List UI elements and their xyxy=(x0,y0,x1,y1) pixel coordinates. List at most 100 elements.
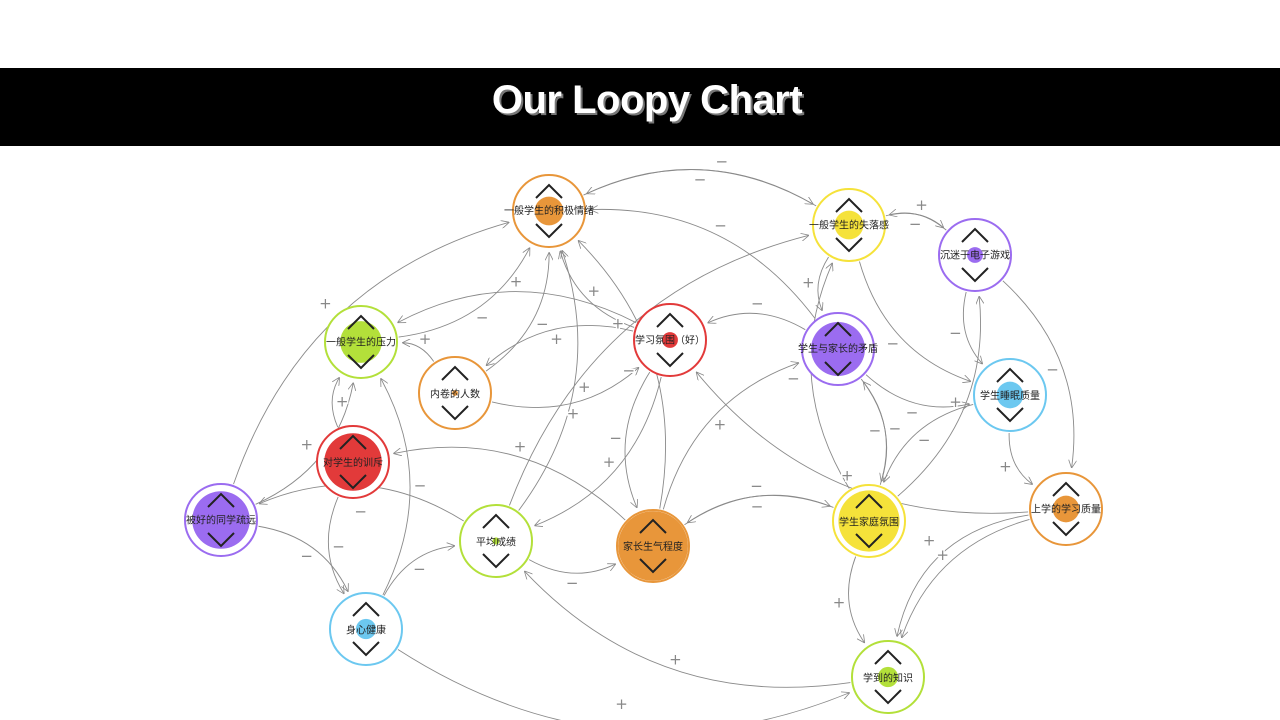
node[interactable]: 一般学生的积极情绪 xyxy=(504,174,594,248)
node[interactable]: 内卷的人数 xyxy=(418,356,492,430)
edge-arrow[interactable] xyxy=(1008,432,1032,484)
edge-arrow[interactable] xyxy=(624,371,651,507)
edge-sign-label[interactable]: + xyxy=(801,272,817,293)
decrease-arrow-icon[interactable] xyxy=(855,533,883,549)
edge-sign-label[interactable]: − xyxy=(749,496,765,517)
increase-arrow-icon[interactable] xyxy=(824,321,852,337)
edge-sign-label[interactable]: + xyxy=(668,649,684,670)
edge-arrow[interactable] xyxy=(591,209,816,319)
edge-arrow[interactable] xyxy=(684,494,829,526)
edge-arrow[interactable] xyxy=(859,261,970,382)
node[interactable]: 一般学生的压力 xyxy=(324,305,398,379)
node[interactable]: 学到的知识 xyxy=(851,640,925,714)
increase-arrow-icon[interactable] xyxy=(996,367,1024,383)
increase-arrow-icon[interactable] xyxy=(347,314,375,330)
increase-arrow-icon[interactable] xyxy=(656,312,684,328)
decrease-arrow-icon[interactable] xyxy=(656,352,684,368)
edge-sign-label[interactable]: − xyxy=(621,360,637,381)
edge-arrow[interactable] xyxy=(528,559,615,574)
edge-arrow[interactable] xyxy=(397,649,849,720)
edge-sign-label[interactable]: − xyxy=(907,214,923,235)
edge-sign-label[interactable]: − xyxy=(916,429,932,450)
edge-sign-label[interactable]: + xyxy=(586,281,602,302)
edge-arrow[interactable] xyxy=(864,382,887,485)
edge-sign-label[interactable]: + xyxy=(549,329,565,350)
edge-arrow[interactable] xyxy=(518,251,579,511)
edge-sign-label[interactable]: − xyxy=(749,293,765,314)
edge-sign-label[interactable]: − xyxy=(887,418,903,439)
edge-sign-label[interactable]: − xyxy=(885,333,901,354)
edge-arrow[interactable] xyxy=(485,253,549,372)
decrease-arrow-icon[interactable] xyxy=(339,474,367,490)
edge-sign-label[interactable]: + xyxy=(831,592,847,613)
edge-arrow[interactable] xyxy=(258,525,347,591)
edge-arrow[interactable] xyxy=(902,518,1030,637)
edge-arrow[interactable] xyxy=(327,496,343,593)
edge-sign-label[interactable]: + xyxy=(334,391,350,412)
decrease-arrow-icon[interactable] xyxy=(835,237,863,253)
edge-arrow[interactable] xyxy=(525,572,851,688)
edge-arrow[interactable] xyxy=(662,363,798,510)
edge-sign-label[interactable]: − xyxy=(353,501,369,522)
edge-arrow[interactable] xyxy=(587,169,817,207)
edge-sign-label[interactable]: + xyxy=(712,414,728,435)
edge-sign-label[interactable]: + xyxy=(508,271,524,292)
edge-sign-label[interactable]: + xyxy=(512,436,528,457)
edge-sign-label[interactable]: + xyxy=(318,293,334,314)
increase-arrow-icon[interactable] xyxy=(855,493,883,509)
edge-arrow[interactable] xyxy=(398,248,530,338)
edge-arrow[interactable] xyxy=(848,556,865,643)
decrease-arrow-icon[interactable] xyxy=(961,267,989,283)
node[interactable]: 上学的学习质量 xyxy=(1029,472,1103,546)
edge-arrow[interactable] xyxy=(491,368,639,408)
node[interactable]: 学生与家长的矛盾 xyxy=(798,312,878,386)
decrease-arrow-icon[interactable] xyxy=(441,405,469,421)
node[interactable]: 一般学生的失落感 xyxy=(809,188,889,262)
node[interactable]: 家长生气程度 xyxy=(616,509,690,583)
edge-arrow[interactable] xyxy=(383,546,454,596)
edge-arrow[interactable] xyxy=(560,251,635,328)
increase-arrow-icon[interactable] xyxy=(482,513,510,529)
decrease-arrow-icon[interactable] xyxy=(824,361,852,377)
decrease-arrow-icon[interactable] xyxy=(347,354,375,370)
edge-arrow[interactable] xyxy=(509,235,808,506)
decrease-arrow-icon[interactable] xyxy=(996,407,1024,423)
edge-sign-label[interactable]: − xyxy=(692,169,708,190)
edge-sign-label[interactable]: + xyxy=(601,452,617,473)
node[interactable]: 被好的同学疏远 xyxy=(184,483,258,557)
edge-sign-label[interactable]: + xyxy=(839,465,855,486)
decrease-arrow-icon[interactable] xyxy=(207,532,235,548)
edge-sign-label[interactable]: + xyxy=(565,403,581,424)
node[interactable]: 沉迷于电子游戏 xyxy=(938,218,1012,292)
edge-sign-label[interactable]: + xyxy=(921,530,937,551)
node[interactable]: 对学生的训斥 xyxy=(316,425,390,499)
edge-sign-label[interactable]: − xyxy=(714,151,730,172)
edge-sign-label[interactable]: − xyxy=(412,475,428,496)
increase-arrow-icon[interactable] xyxy=(874,649,902,665)
increase-arrow-icon[interactable] xyxy=(835,197,863,213)
decrease-arrow-icon[interactable] xyxy=(535,223,563,239)
increase-arrow-icon[interactable] xyxy=(352,601,380,617)
edge-sign-label[interactable]: + xyxy=(417,329,433,350)
edge-sign-label[interactable]: − xyxy=(331,536,347,557)
edge-sign-label[interactable]: − xyxy=(749,476,765,497)
edge-sign-label[interactable]: − xyxy=(299,545,315,566)
edge-sign-label[interactable]: − xyxy=(786,368,802,389)
edge-arrow[interactable] xyxy=(884,403,974,481)
edge-sign-label[interactable]: − xyxy=(867,420,883,441)
edge-arrow[interactable] xyxy=(708,312,806,331)
edge-arrow[interactable] xyxy=(865,374,969,407)
increase-arrow-icon[interactable] xyxy=(441,365,469,381)
edge-sign-label[interactable]: + xyxy=(948,392,964,413)
node[interactable]: 学习氛围（好） xyxy=(633,303,707,377)
edge-arrow[interactable] xyxy=(818,256,829,310)
edge-arrow[interactable] xyxy=(897,297,981,497)
edge-sign-label[interactable]: − xyxy=(412,559,428,580)
edge-arrow[interactable] xyxy=(535,376,662,526)
edge-arrow[interactable] xyxy=(897,514,1029,636)
edge-arrow[interactable] xyxy=(810,263,850,489)
edge-sign-label[interactable]: + xyxy=(914,195,930,216)
increase-arrow-icon[interactable] xyxy=(1052,481,1080,497)
node[interactable]: 平均成绩 xyxy=(459,504,533,578)
edge-sign-label[interactable]: + xyxy=(998,456,1014,477)
